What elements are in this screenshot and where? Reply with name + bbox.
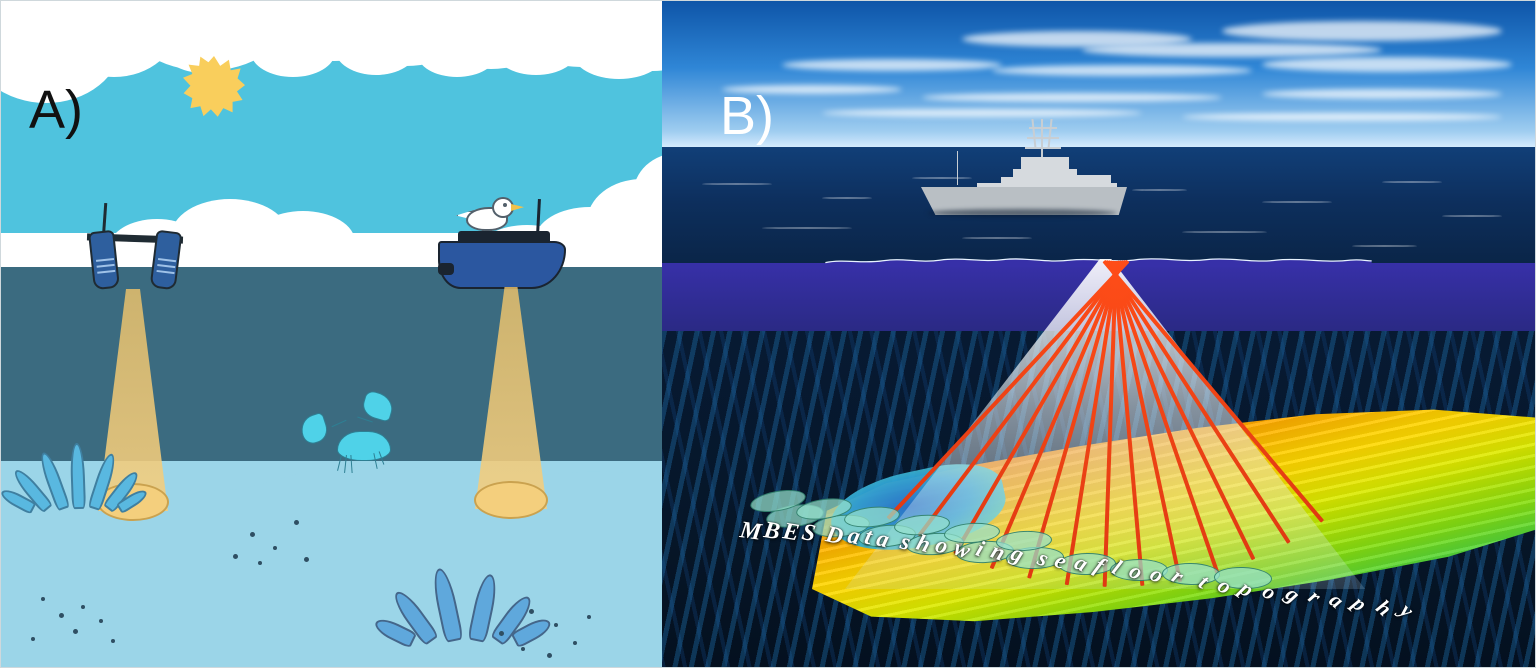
coral-right: [372, 549, 554, 649]
panel-a-label: A): [29, 80, 83, 140]
usv-hull-right: [149, 229, 183, 291]
seagull-icon: [456, 197, 524, 242]
boat-hull: [438, 241, 566, 289]
seagrass-left: [1, 431, 150, 515]
crab-icon: [297, 389, 411, 474]
panel-b-label: B): [720, 86, 774, 146]
crab-claw-left: [297, 411, 331, 447]
ship-waterline-shadow: [927, 209, 1117, 217]
seagull-eye: [503, 203, 507, 207]
multibeam-survey-vessel: [917, 118, 1137, 229]
survey-boat: [438, 197, 568, 295]
boat-bow-fender: [438, 263, 454, 275]
seagull-head: [492, 197, 514, 218]
boat-mast: [536, 198, 541, 236]
panel-a-echosounder-illustration: A): [0, 0, 662, 668]
crab-claw-right: [359, 389, 397, 423]
unmanned-survey-vessel: [79, 201, 195, 293]
seagull-beak: [511, 204, 524, 211]
